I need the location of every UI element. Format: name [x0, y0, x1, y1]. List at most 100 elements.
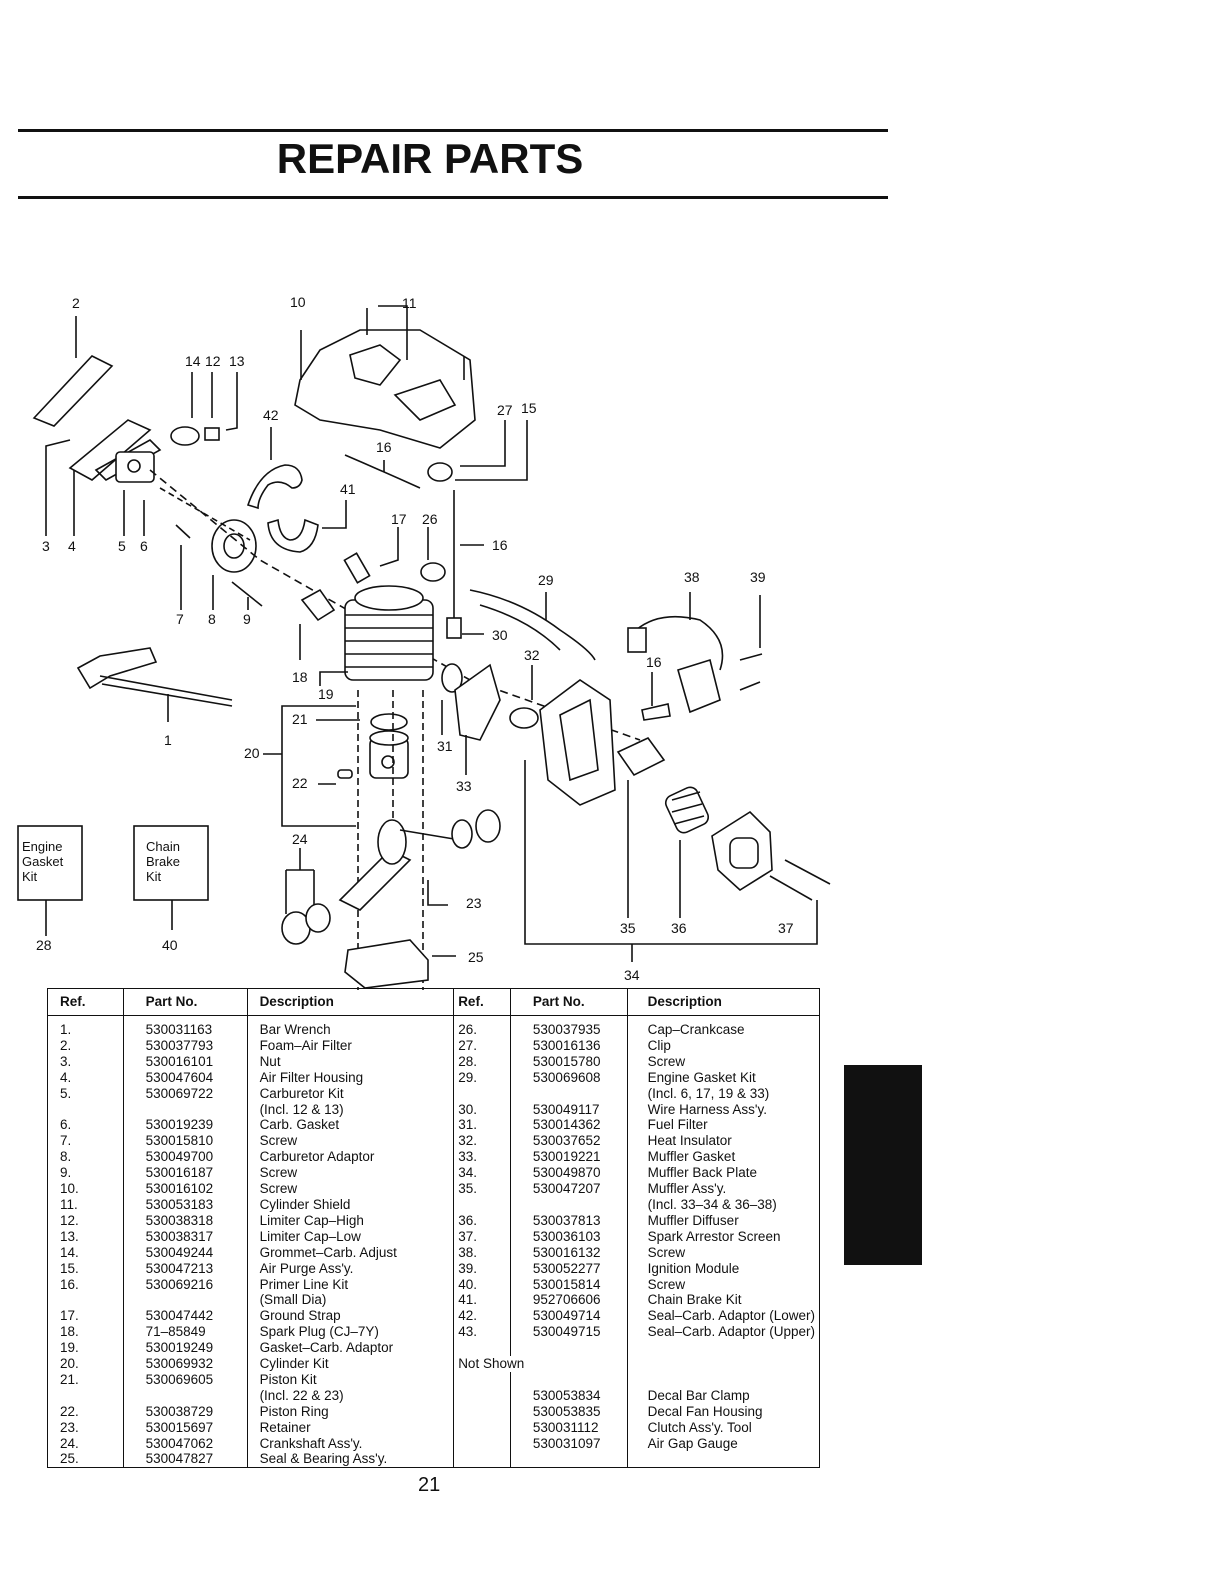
- cell-ref: 20.: [47, 1356, 124, 1372]
- cell-part-no: 530015810: [123, 1133, 248, 1150]
- cell-ref: [47, 1387, 124, 1404]
- callout-3: 3: [42, 538, 50, 554]
- cell-part-no: 530037652: [510, 1133, 628, 1150]
- cell-ref: 36.: [453, 1212, 511, 1229]
- cell-ref: 41.: [453, 1292, 511, 1309]
- cell-description: Limiter Cap–High: [247, 1212, 455, 1229]
- callout-30: 29: [538, 572, 554, 588]
- callout-42: 41: [340, 481, 356, 497]
- cell-ref: [453, 1196, 511, 1213]
- cell-ref: 21.: [47, 1371, 124, 1388]
- callout-5: 5: [118, 538, 126, 554]
- callout-31: 30: [492, 627, 508, 643]
- cell-description: Muffler Gasket: [647, 1149, 736, 1165]
- header-description-right: Description: [627, 988, 820, 1016]
- cell-part-no: 530016187: [123, 1165, 248, 1182]
- cell-description: Engine Gasket Kit: [647, 1069, 756, 1085]
- cell-ref: 24.: [47, 1435, 124, 1452]
- cell-description: Carburetor Kit: [247, 1085, 455, 1102]
- cell-ref: 16.: [47, 1276, 124, 1293]
- cell-description: [627, 1340, 819, 1356]
- cell-description: Air Filter Housing: [247, 1069, 455, 1086]
- cell-ref: 27.: [453, 1037, 511, 1054]
- cell-part-no: 530016132: [510, 1244, 628, 1261]
- cell-description: (Incl. 33–34 & 36–38): [647, 1196, 777, 1212]
- cell-description: Gasket–Carb. Adaptor: [247, 1340, 455, 1357]
- cell-description: Cylinder Kit: [247, 1356, 455, 1372]
- header-ref-right: Ref.: [453, 988, 511, 1016]
- cell-ref: [453, 1340, 511, 1357]
- cell-description: Seal & Bearing Ass'y.: [247, 1451, 455, 1468]
- cell-ref: 13.: [47, 1228, 124, 1245]
- cell-part-no: [510, 1451, 628, 1468]
- cell-part-no: 530015814: [510, 1276, 628, 1293]
- cell-description: Foam–Air Filter: [247, 1037, 455, 1054]
- cell-ref: [453, 1419, 511, 1436]
- cell-description: Screw: [247, 1165, 455, 1182]
- cell-description: Piston Ring: [247, 1403, 455, 1420]
- cell-part-no: [123, 1101, 248, 1118]
- cell-ref: 31.: [453, 1117, 511, 1134]
- cell-part-no: 530049714: [510, 1308, 628, 1325]
- engine-gasket-kit-line3: Kit: [22, 869, 38, 884]
- cell-description: Air Gap Gauge: [647, 1435, 738, 1451]
- top-rule: [18, 129, 888, 132]
- cell-part-no: 530038729: [123, 1403, 248, 1420]
- cell-ref: 10.: [47, 1181, 124, 1197]
- chain-brake-kit-line3: Kit: [146, 869, 162, 884]
- cell-part-no: 71–85849: [123, 1324, 248, 1341]
- cell-ref: 37.: [453, 1228, 511, 1245]
- cell-part-no: 530015780: [510, 1053, 628, 1070]
- cell-description: Spark Plug (CJ–7Y): [247, 1324, 455, 1341]
- cell-not-shown-label: Not Shown: [453, 1356, 628, 1372]
- cell-part-no: 530019249: [123, 1340, 248, 1357]
- cell-part-no: 530014362: [510, 1117, 628, 1134]
- cell-part-no: 530037813: [510, 1212, 628, 1229]
- callout-9: 9: [243, 611, 251, 627]
- callout-26: 25: [468, 949, 484, 965]
- cell-description: Bar Wrench: [247, 1015, 455, 1038]
- section-tab-marker: [844, 1065, 922, 1265]
- cell-ref: 6.: [47, 1117, 124, 1134]
- cell-description: (Incl. 6, 17, 19 & 33): [647, 1085, 770, 1101]
- cell-description: Muffler Back Plate: [647, 1165, 757, 1181]
- cell-part-no: 530047604: [123, 1069, 248, 1086]
- callout-27: 26: [422, 511, 438, 527]
- callout-39: 38: [684, 569, 700, 585]
- cell-part-no: [123, 1292, 248, 1309]
- chain-brake-kit-line1: Chain: [146, 839, 180, 854]
- cell-description: Nut: [247, 1053, 455, 1070]
- cell-description: Chain Brake Kit: [647, 1292, 742, 1308]
- chain-brake-kit-line2: Brake: [146, 854, 180, 869]
- cell-description: Heat Insulator: [647, 1133, 732, 1149]
- cell-description: Grommet–Carb. Adjust: [247, 1244, 455, 1261]
- callout-8: 8: [208, 611, 216, 627]
- cell-description: Crankshaft Ass'y.: [247, 1435, 455, 1452]
- callout-13: 13: [229, 353, 245, 369]
- cell-part-no: 530019221: [510, 1149, 628, 1166]
- cell-part-no: 530016101: [123, 1053, 248, 1070]
- cell-description: Cylinder Shield: [247, 1196, 455, 1213]
- cell-part-no: 530036103: [510, 1228, 628, 1245]
- cell-ref: 4.: [47, 1069, 124, 1086]
- title-underline: [18, 196, 888, 199]
- cell-description: (Small Dia): [247, 1292, 455, 1309]
- cell-part-no: 530019239: [123, 1117, 248, 1134]
- cell-part-no: 530053834: [510, 1387, 628, 1404]
- callout-38: 37: [778, 920, 794, 936]
- cell-description: Air Purge Ass'y.: [247, 1260, 455, 1277]
- cell-description: Fuel Filter: [647, 1117, 708, 1133]
